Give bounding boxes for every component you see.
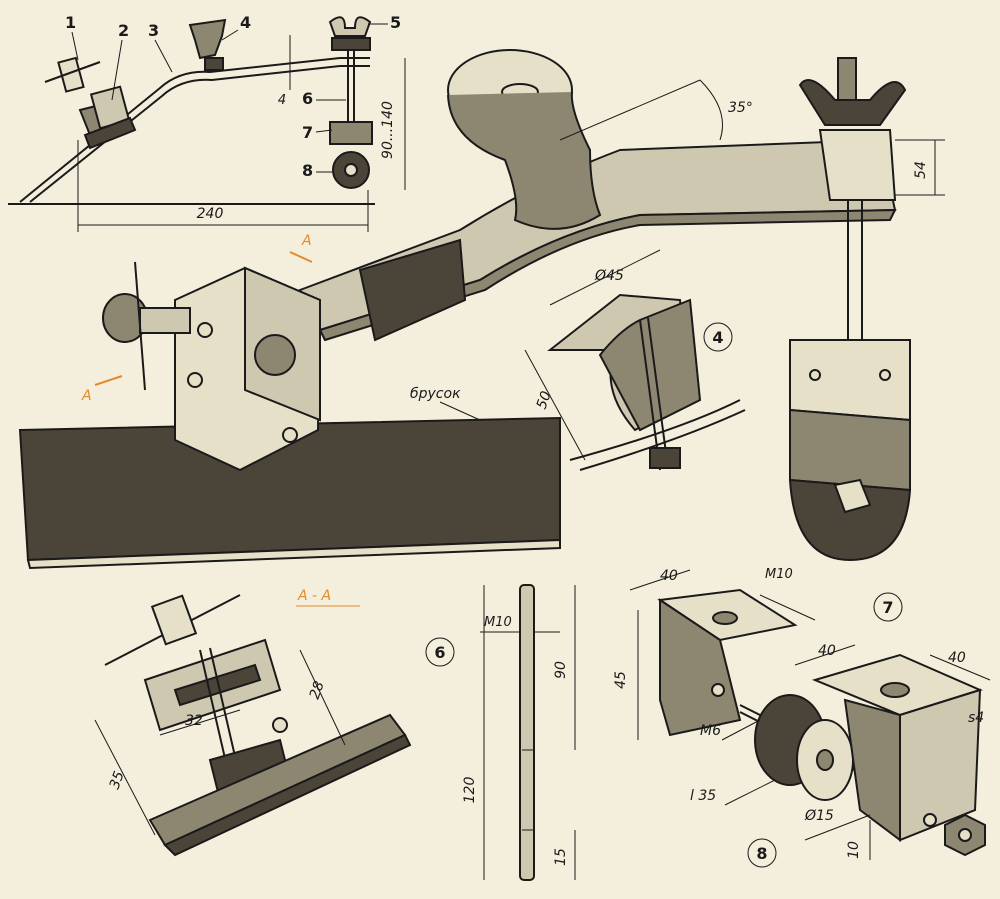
callout-8: 8 xyxy=(302,161,313,180)
section-marker-top: A xyxy=(301,233,312,249)
callout-5: 5 xyxy=(390,13,401,32)
detail-7-id: 7 xyxy=(882,598,893,617)
main-isometric-view: брусок A A 35° xyxy=(18,49,945,570)
thickness-label: s4 xyxy=(968,710,984,726)
dim-40-depth: 40 xyxy=(818,643,836,659)
side-view-arm-lower xyxy=(29,65,370,203)
dim-15-label: 15 xyxy=(553,848,569,866)
dim-54-label: 54 xyxy=(913,161,929,179)
dim-32-label: 32 xyxy=(185,713,203,729)
bracket-thread-label: M10 xyxy=(765,567,793,582)
side-view: 240 90...140 4 1 2 3 4 5 6 7 8 xyxy=(8,13,406,232)
wheel-bracket xyxy=(788,339,912,562)
callout-7: 7 xyxy=(302,123,313,142)
dim-120-label: 120 xyxy=(462,777,478,804)
big-knob xyxy=(447,49,602,230)
dim-45-label: Ø45 xyxy=(594,268,624,284)
section-marker-left: A xyxy=(81,388,92,404)
dim-40-width: 40 xyxy=(660,568,678,584)
side-view-knob xyxy=(188,18,227,71)
wing-nut-rod xyxy=(798,57,907,345)
offset-label: 10 xyxy=(846,841,862,859)
dim-35-label: 35 xyxy=(107,769,128,791)
dim-90-label: 90 xyxy=(553,661,569,679)
axle-length-label: l 35 xyxy=(690,788,716,804)
section-a-a: А - А 35 32 28 xyxy=(94,588,412,857)
angle-line xyxy=(559,79,701,141)
dim-thickness-label: 4 xyxy=(278,93,286,108)
detail-4-knob: Ø45 50 4 xyxy=(524,249,746,471)
detail-6-id: 6 xyxy=(434,643,445,662)
dim-45-bracket-label: 45 xyxy=(613,671,629,689)
detail-8-id: 8 xyxy=(756,844,767,863)
dim-50-label: 50 xyxy=(534,389,555,411)
detail-7-8-bracket: 40 M10 45 40 40 s4 M6 l 35 Ø15 10 7 8 xyxy=(613,567,991,868)
dim-40-side: 40 xyxy=(948,650,966,666)
angle-label: 35° xyxy=(728,100,753,116)
rod-thread-label: M10 xyxy=(484,615,512,630)
holder-roller xyxy=(254,334,296,376)
dim-28-label: 28 xyxy=(307,679,328,701)
side-view-holder xyxy=(44,56,137,150)
roller-dia-label: Ø15 xyxy=(804,808,834,824)
dim-240-label: 240 xyxy=(197,206,224,222)
rod-body xyxy=(519,584,535,881)
clamp-handle xyxy=(134,261,146,391)
axle-thread-label: M6 xyxy=(700,723,721,739)
dim-35-line xyxy=(94,719,156,836)
detail-6-rod: 6 M10 120 90 15 xyxy=(425,584,576,881)
side-view-arm xyxy=(19,57,370,203)
stone-label: брусок xyxy=(410,386,461,402)
dim-height-label: 90...140 xyxy=(380,101,396,159)
blade-plate xyxy=(358,238,467,342)
callout-4: 4 xyxy=(240,13,251,32)
section-title: А - А xyxy=(297,588,331,604)
side-view-rod-assembly xyxy=(328,16,373,189)
dim-45-line xyxy=(549,249,661,306)
callout-1: 1 xyxy=(65,13,76,32)
callout-6: 6 xyxy=(302,89,313,108)
callout-3: 3 xyxy=(148,21,159,40)
detail-4-id: 4 xyxy=(712,328,723,347)
dim-50-line xyxy=(524,349,586,461)
callout-2: 2 xyxy=(118,21,129,40)
